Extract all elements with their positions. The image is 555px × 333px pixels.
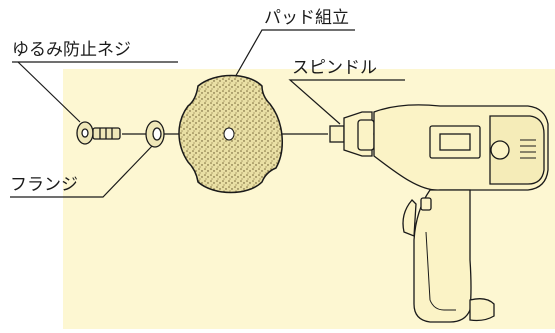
leader-lines bbox=[10, 29, 405, 198]
power-tool bbox=[329, 104, 549, 323]
flange bbox=[145, 120, 165, 148]
label-pad-assembly: パッド組立 bbox=[264, 8, 349, 28]
screw-head-socket bbox=[81, 128, 89, 138]
leader-spindle bbox=[288, 79, 405, 125]
pad-assembly bbox=[178, 74, 283, 194]
tool-cord-guard bbox=[469, 298, 495, 322]
tool-spindle bbox=[329, 125, 345, 143]
tool-side-panel bbox=[429, 125, 481, 159]
leader-lock-screw bbox=[17, 61, 81, 123]
label-spindle: スピンドル bbox=[292, 58, 377, 78]
tool-handle bbox=[413, 189, 472, 323]
pad-center-hole bbox=[223, 127, 235, 141]
tool-trigger bbox=[402, 199, 417, 237]
flange-hole bbox=[152, 127, 162, 141]
tool-collar bbox=[357, 119, 375, 151]
label-lock-screw: ゆるみ防止ネジ bbox=[12, 40, 131, 60]
lock-screw bbox=[76, 121, 121, 145]
leader-flange bbox=[10, 143, 155, 198]
tool-vents bbox=[520, 139, 536, 159]
label-flange: フランジ bbox=[10, 175, 78, 195]
tool-side-panel-inner bbox=[439, 133, 471, 151]
tool-switch bbox=[490, 140, 510, 160]
leader-pad-assembly bbox=[229, 29, 355, 87]
tool-trigger-lock bbox=[420, 197, 432, 211]
tool-grip-contour bbox=[425, 231, 456, 311]
tool-rear-cap bbox=[489, 115, 545, 185]
